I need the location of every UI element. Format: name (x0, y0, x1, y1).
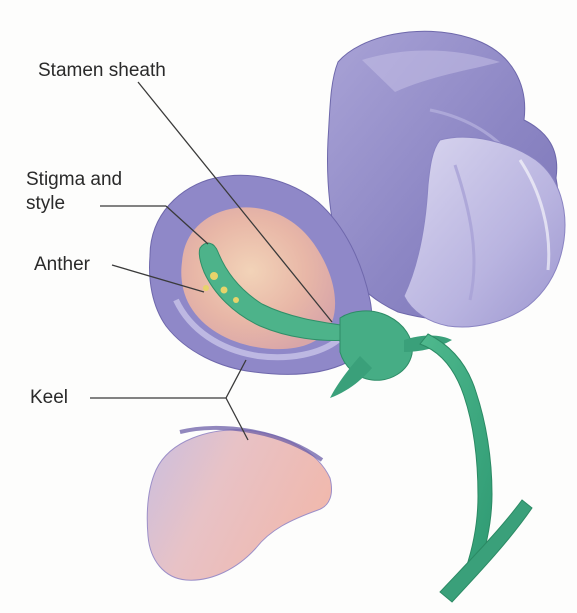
stem (420, 334, 492, 572)
label-stigma-line-1: Stigma and (26, 168, 122, 192)
label-stamen-sheath: Stamen sheath (38, 60, 166, 82)
label-keel: Keel (30, 387, 68, 409)
label-anther: Anther (34, 254, 90, 276)
label-stigma-and-style: Stigma and style (26, 168, 122, 216)
keel-petal-detached (147, 430, 331, 580)
label-stigma-line-2: style (26, 192, 122, 216)
